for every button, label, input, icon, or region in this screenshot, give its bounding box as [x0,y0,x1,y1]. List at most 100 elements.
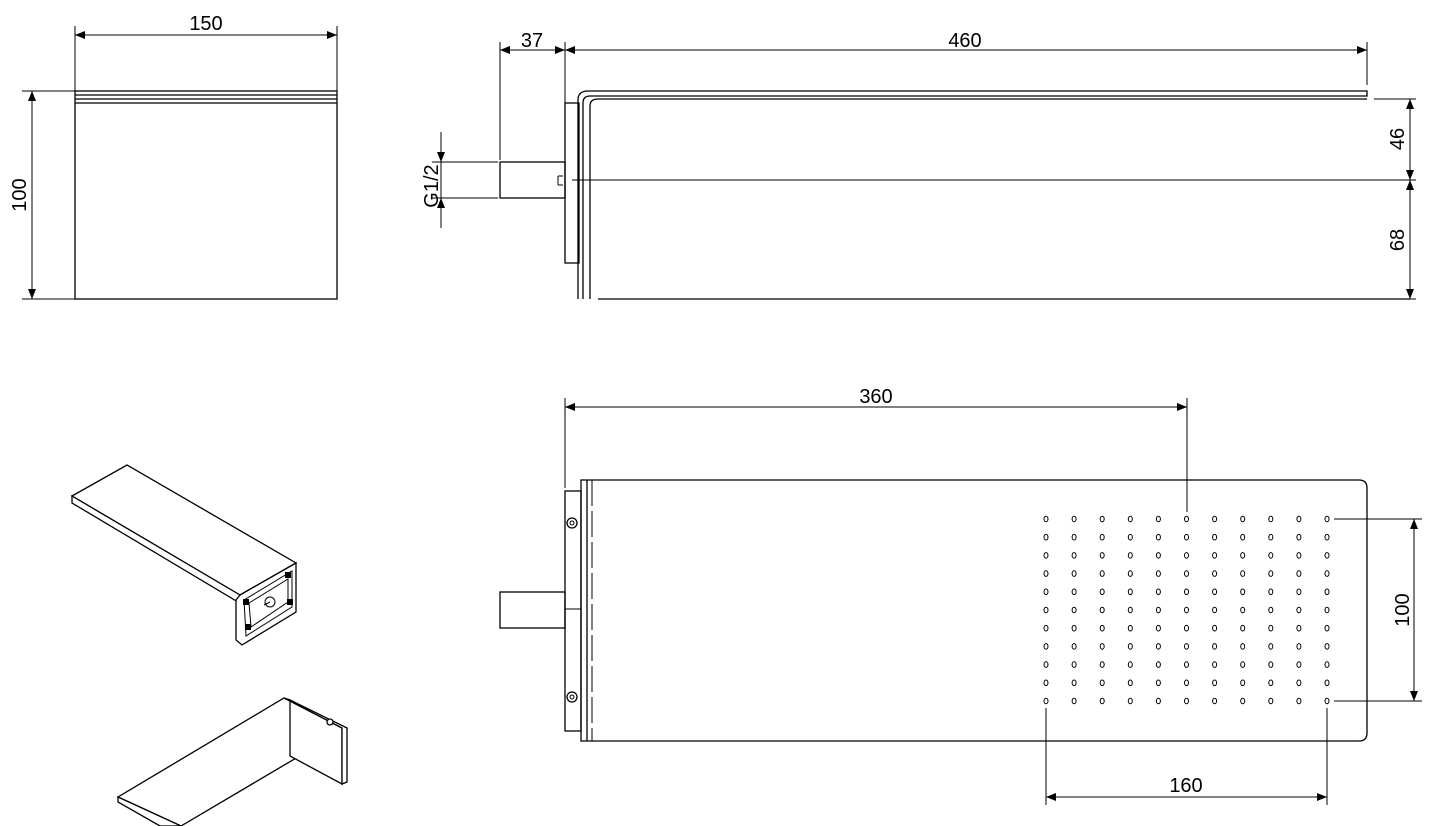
outlet-hole [1268,679,1274,687]
outlet-hole [1155,588,1161,596]
outlet-hole [1043,697,1049,705]
outlet-hole [1268,697,1274,705]
outlet-hole [1296,533,1302,541]
outlet-hole [1099,515,1105,523]
outlet-hole [1324,624,1330,632]
outlet-hole [1240,552,1246,559]
dim-outlet-offset: 360 [859,386,892,408]
outlet-hole [1240,624,1246,632]
outlet-hole [1212,606,1218,614]
outlet-hole-grid [1043,515,1330,705]
outlet-hole [1324,606,1330,614]
top-view: 360 100 160 [499,386,1422,805]
outlet-hole [1043,515,1049,523]
outlet-hole [1268,588,1274,596]
front-view: 150 100 [9,13,338,300]
outlet-hole [1268,624,1274,632]
outlet-hole [1043,588,1049,596]
outlet-hole [1127,552,1133,559]
outlet-hole [1071,533,1077,541]
outlet-hole [1212,570,1218,577]
outlet-hole [1212,588,1218,596]
outlet-hole [1212,679,1218,687]
outlet-hole [1212,515,1218,523]
outlet-hole [1184,588,1189,596]
outlet-hole [1296,552,1302,559]
outlet-hole [1184,533,1189,541]
outlet-hole [1155,661,1161,668]
outlet-hole [1071,679,1077,687]
outlet-hole [1184,606,1189,614]
outlet-hole [1296,624,1302,632]
outlet-hole [1127,697,1133,705]
outlet-hole [1043,552,1049,559]
outlet-hole [1071,552,1077,559]
dim-inlet-depth: 37 [521,30,543,52]
outlet-hole [1324,515,1330,523]
side-view: 37 460 G1/2 46 68 [421,30,1416,300]
outlet-hole [1099,661,1105,668]
outlet-hole [1099,570,1105,577]
outlet-hole [1071,661,1077,668]
outlet-hole [1296,606,1302,614]
outlet-hole [1127,515,1133,523]
isometric-view-bottom [116,697,349,826]
outlet-hole [1296,588,1302,596]
outlet-hole [1127,570,1133,577]
outlet-hole [1296,697,1302,705]
outlet-hole [1127,661,1133,668]
outlet-hole [1240,643,1246,650]
outlet-hole [1240,515,1246,523]
dim-spout-length: 460 [948,30,981,52]
outlet-hole [1184,661,1189,668]
outlet-hole [1212,552,1218,559]
outlet-hole [1296,643,1302,650]
outlet-hole [1071,515,1077,523]
outlet-hole [1043,624,1049,632]
outlet-hole [1184,624,1189,632]
outlet-hole [1099,679,1105,687]
outlet-hole [1296,661,1302,668]
outlet-hole [1212,697,1218,705]
outlet-hole [1268,533,1274,541]
outlet-hole [1043,606,1049,614]
outlet-hole [1212,661,1218,668]
outlet-hole [1099,588,1105,596]
outlet-hole [1212,533,1218,541]
outlet-hole [1127,679,1133,687]
dim-hole-span-horizontal: 160 [1169,775,1202,797]
outlet-hole [1071,606,1077,614]
outlet-hole [1184,570,1189,577]
dim-front-width: 150 [189,13,222,35]
outlet-hole [1240,697,1246,705]
outlet-hole [1268,570,1274,577]
outlet-hole [1155,679,1161,687]
outlet-hole [1099,533,1105,541]
outlet-hole [1043,570,1049,577]
outlet-hole [1240,606,1246,614]
outlet-hole [1155,697,1161,705]
outlet-hole [1324,679,1330,687]
outlet-hole [1155,606,1161,614]
outlet-hole [1127,606,1133,614]
outlet-hole [1155,515,1161,523]
outlet-hole [1324,661,1330,668]
dim-hole-span-vertical: 100 [1392,593,1414,626]
outlet-hole [1324,570,1330,577]
dim-thread: G1/2 [421,164,443,207]
outlet-hole [1043,643,1049,650]
dim-lower-height: 68 [1387,229,1409,251]
outlet-hole [1184,515,1189,523]
outlet-hole [1324,588,1330,596]
outlet-hole [1268,552,1274,559]
outlet-hole [1099,697,1105,705]
outlet-hole [1212,624,1218,632]
outlet-hole [1324,533,1330,541]
outlet-hole [1099,606,1105,614]
outlet-hole [1184,697,1189,705]
outlet-hole [1240,570,1246,577]
outlet-hole [1268,643,1274,650]
outlet-hole [1155,552,1161,559]
outlet-hole [1324,552,1330,559]
